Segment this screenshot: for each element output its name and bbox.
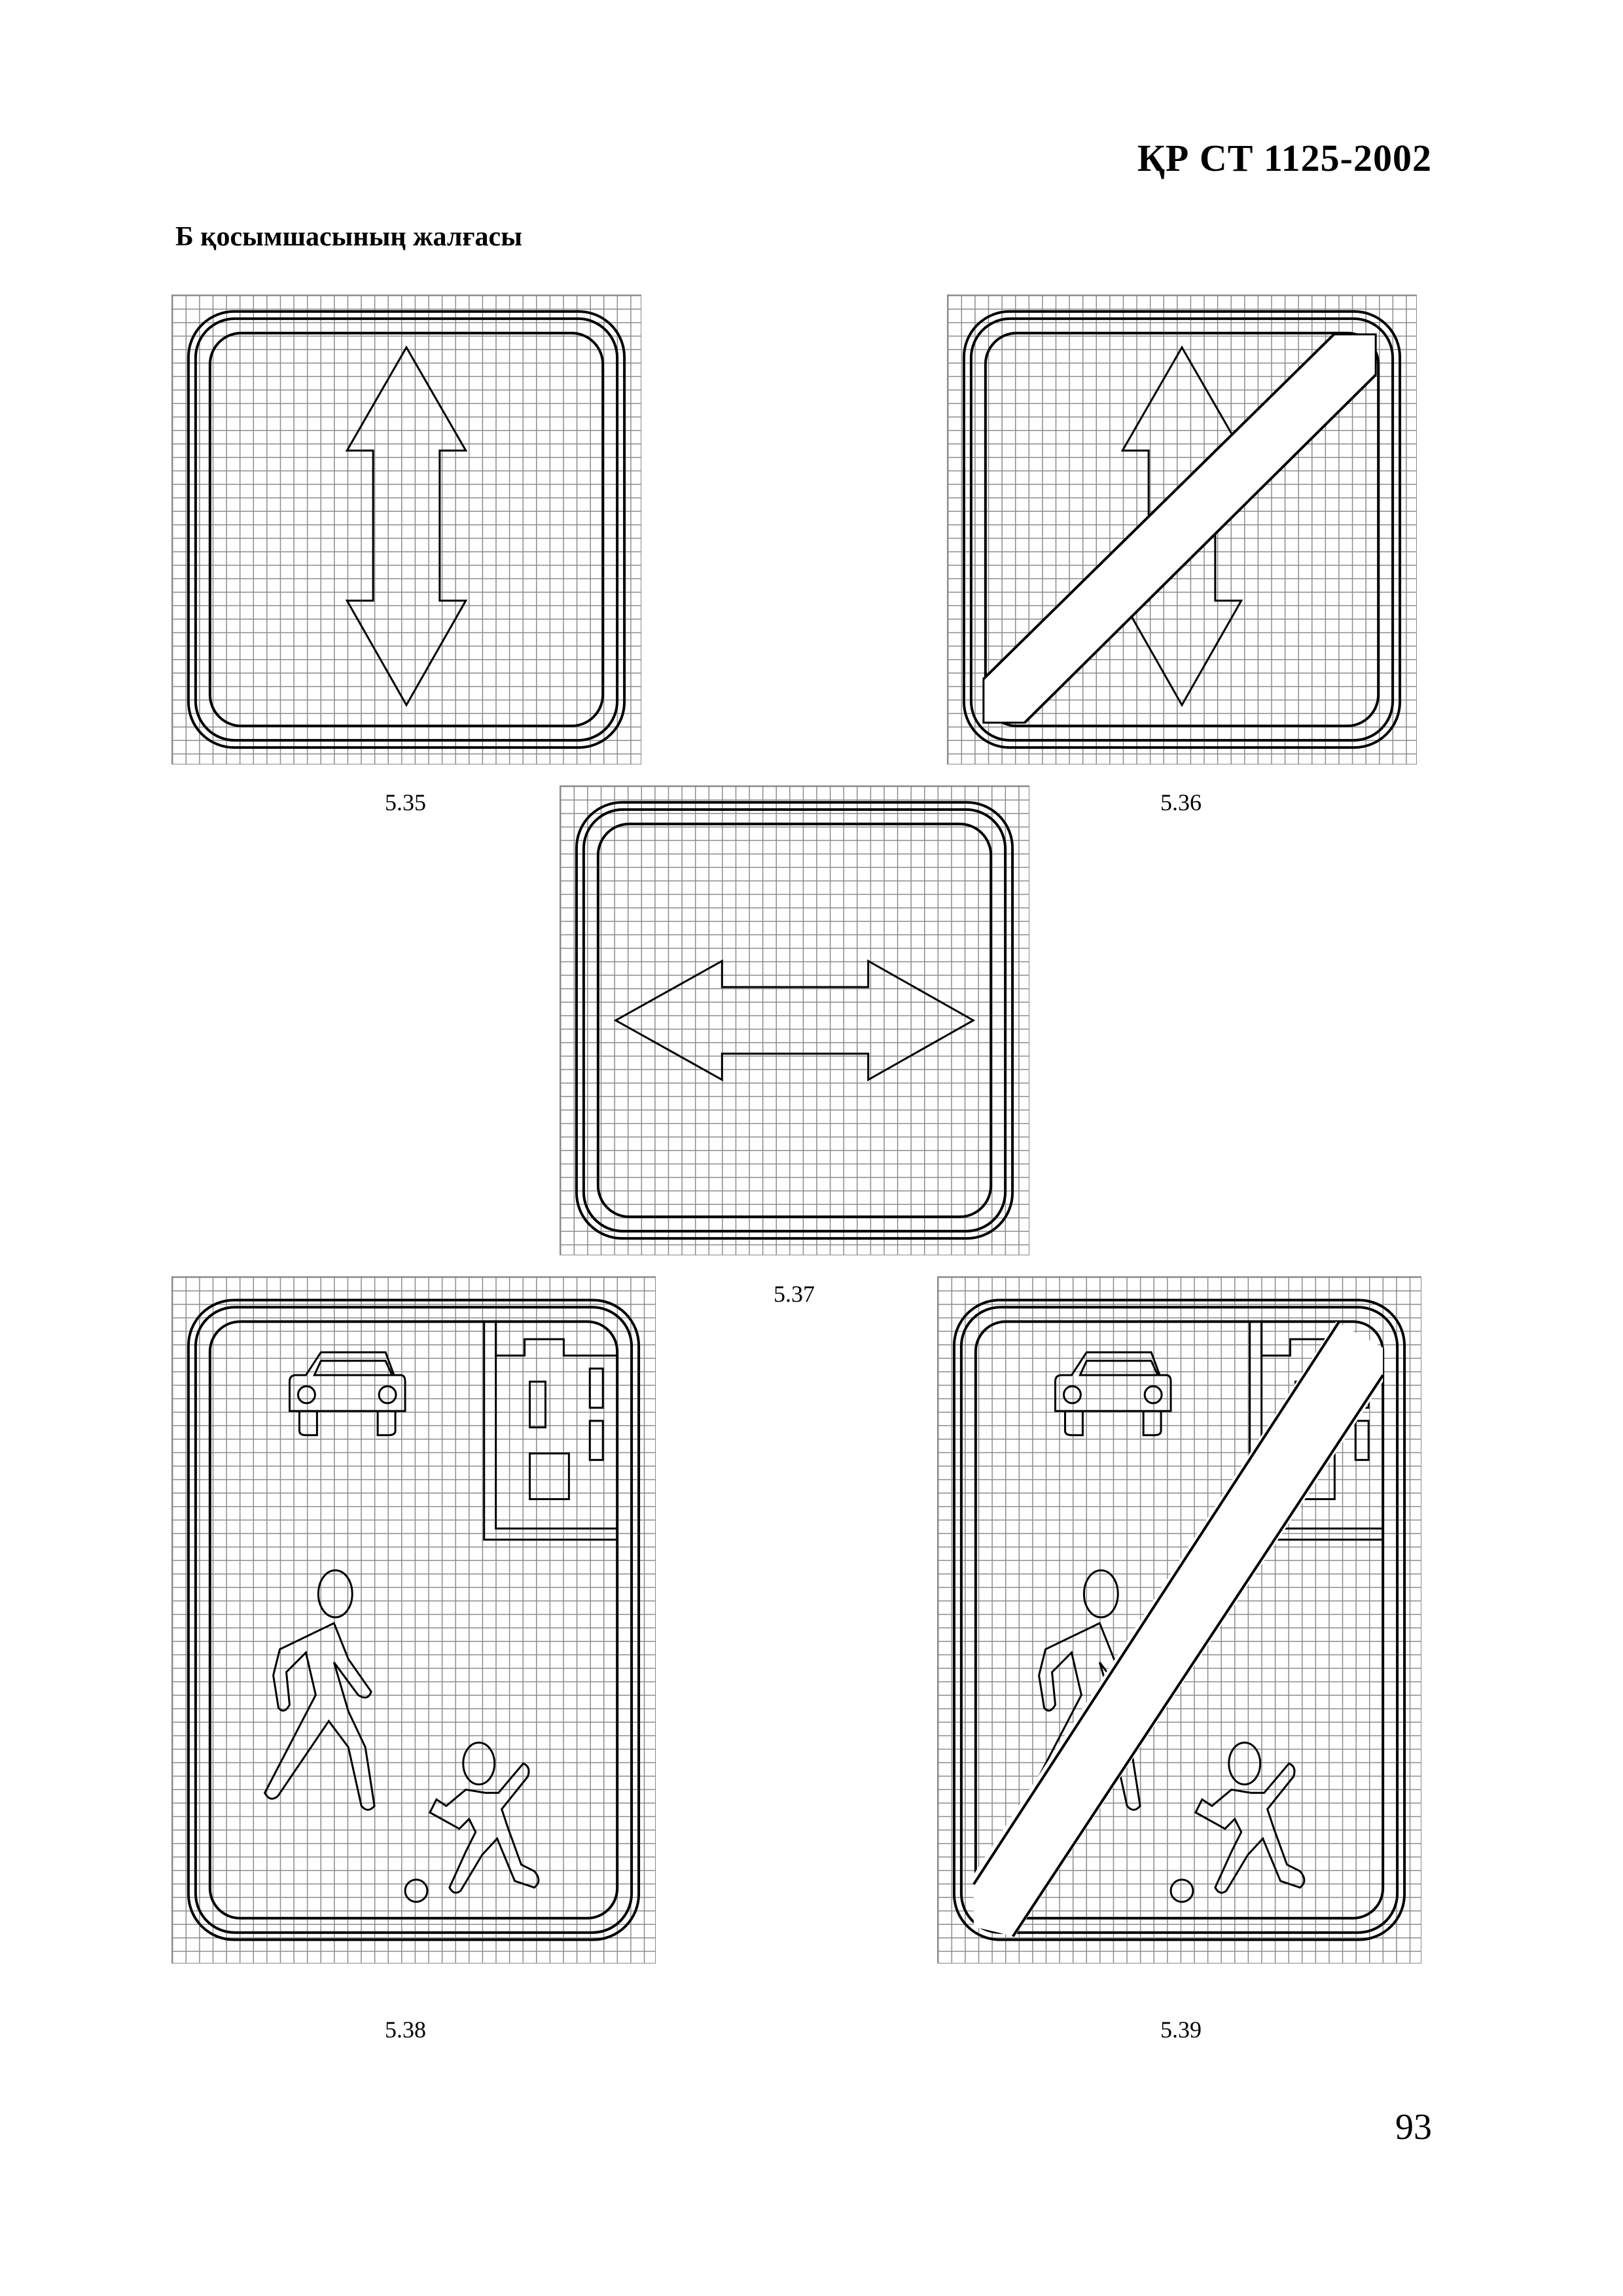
caption-5-36: 5.36 <box>1160 789 1202 816</box>
pedestrian-icon <box>263 1569 376 1811</box>
ball-icon <box>1169 1878 1194 1903</box>
sign-5-35-drawing <box>187 310 626 749</box>
caption-5-35: 5.35 <box>385 789 426 816</box>
section-subtitle: Б қосымшасының жалғасы <box>175 222 522 252</box>
cancel-stripe <box>982 333 1377 724</box>
sign-5-37-grid <box>560 785 1029 1255</box>
cancel-stripe <box>973 1321 1383 1937</box>
sign-5-37-drawing <box>575 800 1014 1240</box>
document-code: ҚР СТ 1125-2002 <box>1137 137 1432 179</box>
sign-5-36-drawing <box>962 310 1402 749</box>
two-way-horizontal-arrow <box>613 959 976 1082</box>
two-way-vertical-arrow <box>345 345 468 708</box>
caption-5-39: 5.39 <box>1160 2017 1202 2043</box>
caption-5-37: 5.37 <box>774 1281 815 1307</box>
ball-icon <box>404 1878 429 1903</box>
sign-5-38-drawing <box>187 1299 641 1941</box>
running-child-icon <box>1194 1741 1306 1894</box>
car-icon <box>289 1351 406 1437</box>
caption-5-38: 5.38 <box>385 2017 426 2043</box>
sign-5-35-grid <box>171 295 641 764</box>
sign-5-36-grid <box>947 295 1417 764</box>
sign-5-38-grid <box>171 1276 656 1964</box>
sign-5-39-grid <box>937 1276 1421 1964</box>
running-child-icon <box>428 1741 540 1894</box>
living-zone-building <box>483 1321 618 1541</box>
sign-5-39-drawing <box>952 1299 1406 1941</box>
page-number: 93 <box>1395 2107 1432 2147</box>
car-icon <box>1054 1351 1172 1437</box>
